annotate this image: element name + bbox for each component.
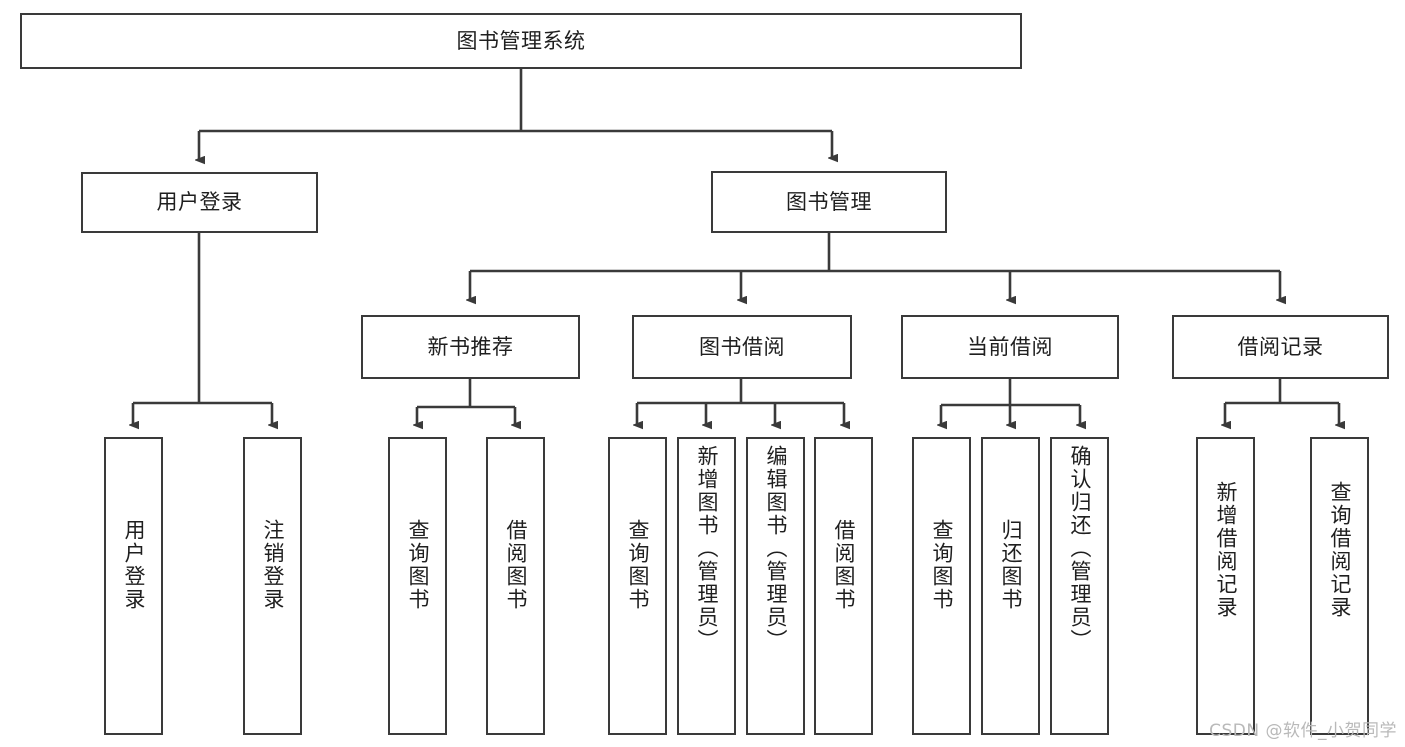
- leaf-current-borrow-query[interactable]: 查询图书: [912, 437, 971, 735]
- leaf-book-borrow-add[interactable]: 新增图书（管理员）: [677, 437, 736, 735]
- leaf-new-book-query[interactable]: 查询图书: [388, 437, 447, 735]
- node-label: 查询图书: [625, 519, 650, 611]
- node-root-system[interactable]: 图书管理系统: [20, 13, 1022, 69]
- node-label: 借阅图书: [831, 519, 856, 611]
- leaf-user-login-login[interactable]: 用户登录: [104, 437, 163, 735]
- node-label: 图书管理: [786, 189, 872, 214]
- node-label: 查询图书: [929, 519, 954, 611]
- node-label: 图书借阅: [699, 334, 785, 359]
- node-book-borrow[interactable]: 图书借阅: [632, 315, 852, 379]
- leaf-borrow-record-add[interactable]: 新增借阅记录: [1196, 437, 1255, 735]
- node-label: 新书推荐: [427, 334, 514, 359]
- node-label: 借阅记录: [1237, 334, 1324, 359]
- node-user-login[interactable]: 用户登录: [81, 172, 318, 233]
- node-label: 注销登录: [260, 519, 285, 611]
- watermark-text: CSDN @软件_小贺同学: [1209, 721, 1397, 741]
- leaf-new-book-borrow[interactable]: 借阅图书: [486, 437, 545, 735]
- node-book-management[interactable]: 图书管理: [711, 171, 947, 233]
- leaf-book-borrow-edit[interactable]: 编辑图书（管理员）: [746, 437, 805, 735]
- node-new-book-recommend[interactable]: 新书推荐: [361, 315, 580, 379]
- leaf-book-borrow-query[interactable]: 查询图书: [608, 437, 667, 735]
- node-label: 借阅图书: [503, 519, 528, 611]
- node-borrow-record[interactable]: 借阅记录: [1172, 315, 1389, 379]
- leaf-current-borrow-return[interactable]: 归还图书: [981, 437, 1040, 735]
- node-label: 查询图书: [405, 519, 430, 611]
- node-label: 查询借阅记录: [1327, 481, 1352, 619]
- leaf-borrow-record-query[interactable]: 查询借阅记录: [1310, 437, 1369, 735]
- node-label: 归还图书: [998, 519, 1023, 611]
- leaf-book-borrow-borrow[interactable]: 借阅图书: [814, 437, 873, 735]
- node-label: 用户登录: [156, 190, 243, 215]
- node-current-borrow[interactable]: 当前借阅: [901, 315, 1119, 379]
- leaf-user-login-logout[interactable]: 注销登录: [243, 437, 302, 735]
- leaf-current-borrow-confirm-return[interactable]: 确认归还（管理员）: [1050, 437, 1109, 735]
- node-label: 当前借阅: [967, 334, 1053, 359]
- node-label: 新增借阅记录: [1213, 481, 1238, 619]
- node-label: 确认归还（管理员）: [1067, 445, 1092, 652]
- node-label: 编辑图书（管理员）: [763, 445, 788, 652]
- node-label: 用户登录: [121, 519, 146, 611]
- node-label: 图书管理系统: [456, 28, 586, 53]
- node-label: 新增图书（管理员）: [694, 445, 719, 652]
